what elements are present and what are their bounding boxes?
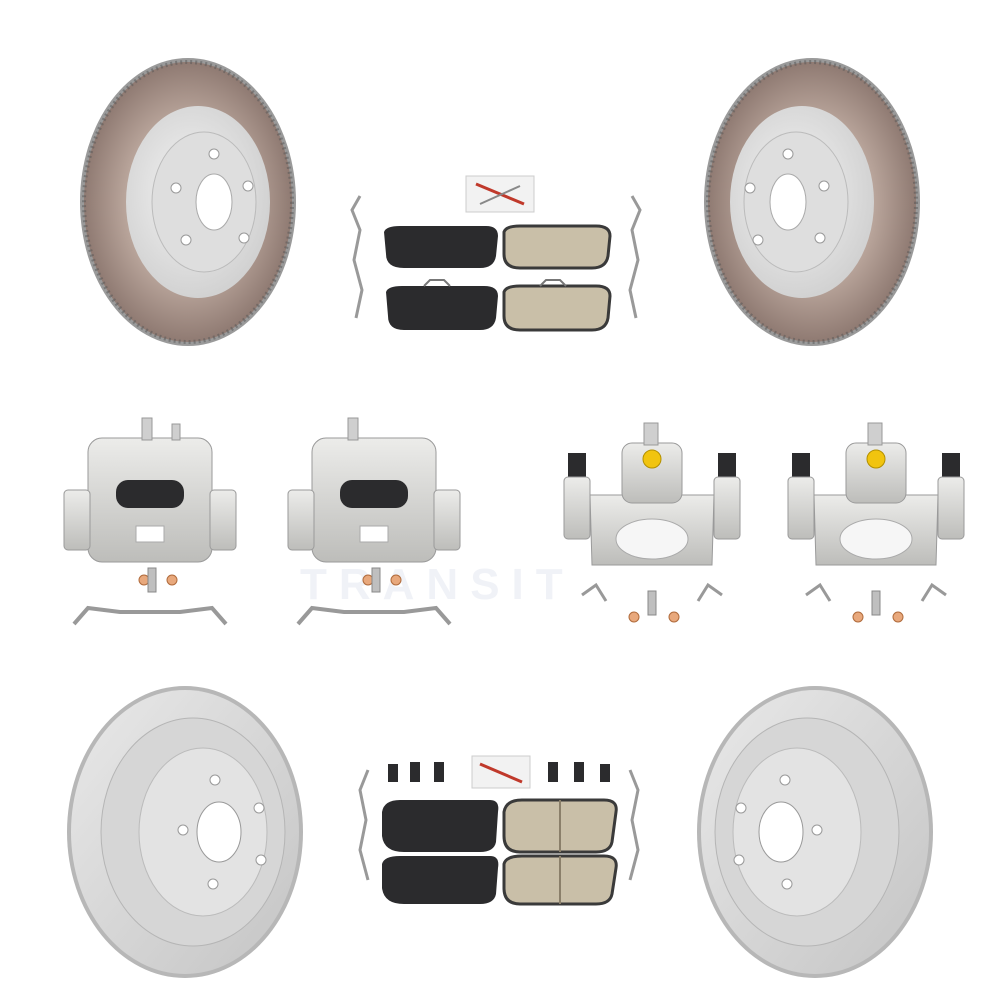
piston-boot [340,480,408,508]
guide-pin-boot [942,453,960,479]
banjo-bolt [371,567,381,593]
brake-pad-backing [382,856,499,904]
rear-rotor-left [67,686,303,978]
rear-rotor-right [697,686,933,978]
center-bore [195,173,233,231]
caliper-spring-clip [296,605,452,626]
rear-caliper-left [563,422,741,623]
center-bore [758,801,804,863]
guide-pin-boot [718,453,736,479]
center-bore [769,173,807,231]
rear-pad-set [350,175,642,332]
watermark: TRANSIT [300,560,575,609]
front-caliper-left [63,417,237,626]
brake-pad-ceramic [502,224,612,270]
bleeder-screw [347,417,359,441]
brake-pad-ceramic [502,284,612,332]
hub-accent [642,449,662,469]
brake-pad-backing [384,226,498,268]
guide-pin-boot [792,453,810,479]
brake-pad-backing [386,286,498,330]
front-rotor-left [80,58,296,346]
rear-caliper-right [787,422,965,623]
hardware-clip-right [628,769,640,881]
bleeder-screw [141,417,153,441]
guide-pin-boot [568,453,586,479]
banjo-bolt [147,567,157,593]
front-rotor-right [704,58,920,346]
caliper-spring-clip [72,605,228,626]
hub-accent [866,449,886,469]
hardware-clip-right [628,195,642,319]
hardware-clip-left [358,769,370,881]
center-bore [196,801,242,863]
front-pad-set [358,755,640,906]
hardware-clip-left [350,195,364,319]
front-caliper-right [287,417,461,626]
brake-pad-backing [382,800,499,852]
piston-boot [116,480,184,508]
